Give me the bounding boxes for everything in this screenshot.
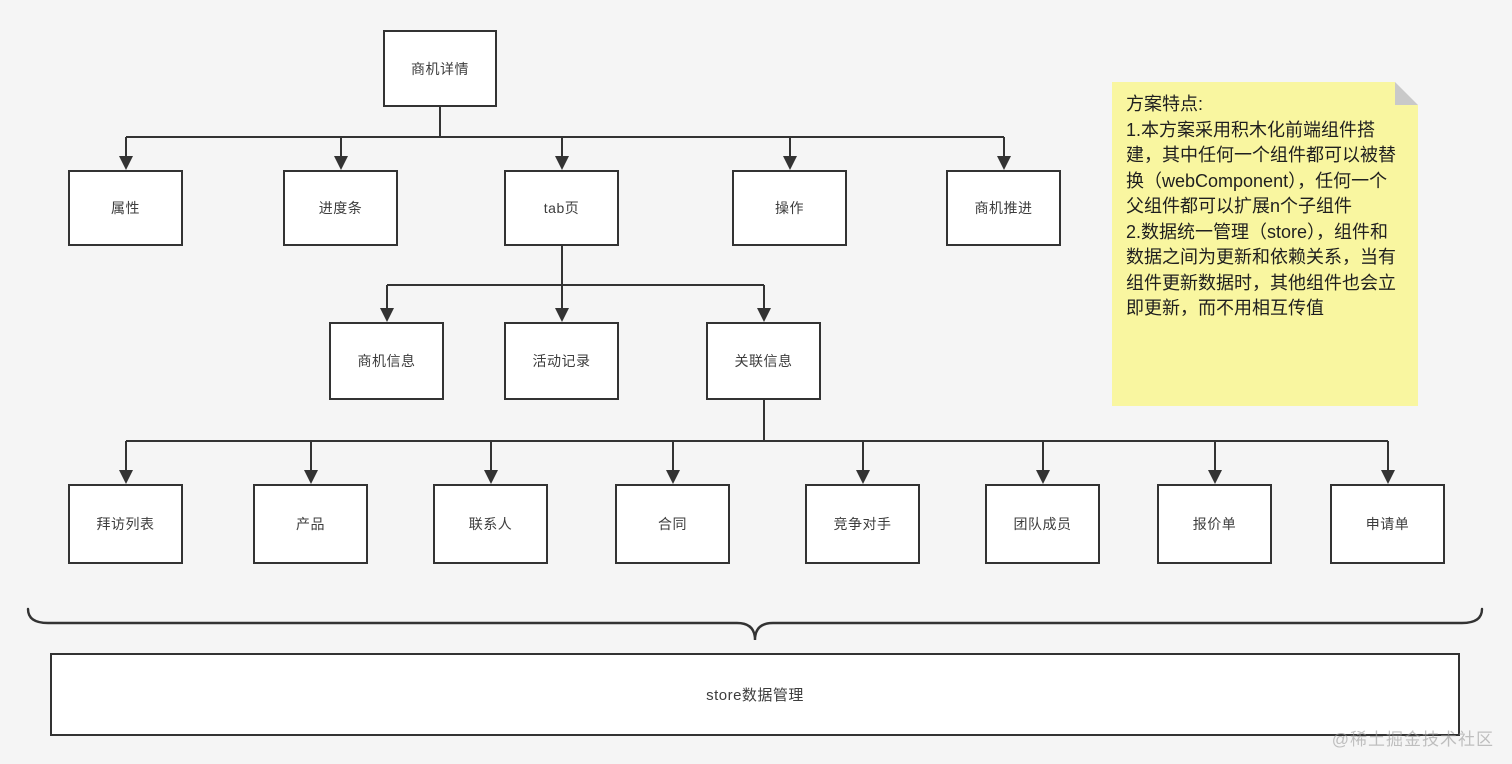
- node-visit-list: 拜访列表: [68, 484, 183, 564]
- watermark: @稀土掘金技术社区: [1331, 730, 1494, 749]
- node-contract: 合同: [615, 484, 730, 564]
- node-progress-bar: 进度条: [283, 170, 398, 246]
- node-action: 操作: [732, 170, 847, 246]
- node-quotation: 报价单: [1157, 484, 1272, 564]
- node-team-member: 团队成员: [985, 484, 1100, 564]
- sticky-note-item-1: 1.本方案采用积木化前端组件搭建，其中任何一个组件都可以被替换（webCompo…: [1126, 119, 1396, 217]
- node-attribute: 属性: [68, 170, 183, 246]
- node-opportunity-detail: 商机详情: [383, 30, 497, 107]
- sticky-note-item-2: 2.数据统一管理（store），组件和数据之间为更新和依赖关系，当有组件更新数据…: [1126, 221, 1396, 319]
- curly-brace: [26, 607, 1484, 641]
- node-activity-record: 活动记录: [504, 322, 619, 400]
- node-opportunity-advance: 商机推进: [946, 170, 1061, 246]
- node-application-form: 申请单: [1330, 484, 1445, 564]
- store-data-management-box: store数据管理: [50, 653, 1460, 736]
- sticky-note-title: 方案特点:: [1126, 94, 1204, 114]
- node-competitor: 竞争对手: [805, 484, 920, 564]
- node-opportunity-info: 商机信息: [329, 322, 444, 400]
- node-product: 产品: [253, 484, 368, 564]
- node-contact: 联系人: [433, 484, 548, 564]
- sticky-note: 方案特点: 1.本方案采用积木化前端组件搭建，其中任何一个组件都可以被替换（we…: [1112, 82, 1418, 406]
- node-tab-page: tab页: [504, 170, 619, 246]
- node-related-info: 关联信息: [706, 322, 821, 400]
